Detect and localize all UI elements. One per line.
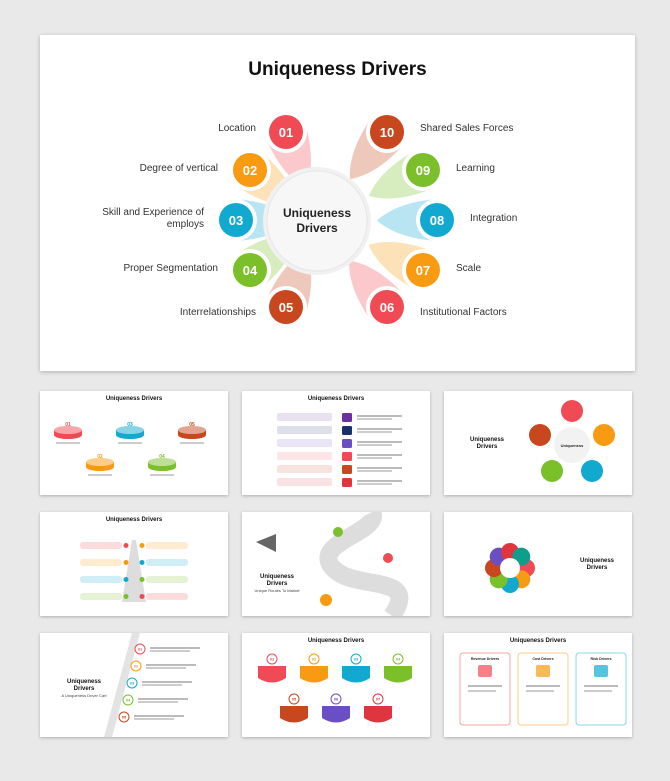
thumbnail-number: 04 (396, 657, 401, 662)
driver-label: Integration (470, 213, 518, 224)
thumbnail-number: 03 (354, 657, 359, 662)
driver-number: 02 (243, 163, 257, 178)
slide-thumbnail[interactable]: Uniqueness Drivers (444, 512, 632, 616)
driver-label: Learning (456, 163, 495, 174)
driver-number: 06 (380, 300, 394, 315)
thumbnail-title: Uniqueness Drivers (105, 396, 163, 402)
thumbnail-graphic: 01 03 05 02 04 (54, 422, 206, 476)
driver-petal (368, 151, 433, 199)
driver-label: Location (218, 123, 256, 134)
thumbnail-graphic (277, 413, 402, 487)
thumbnail-title: Uniqueness Drivers (105, 517, 163, 523)
thumbnail-title: Uniqueness Drivers (509, 638, 567, 644)
driver-number: 03 (229, 213, 243, 228)
driver-circle (370, 115, 404, 149)
driver-number: 08 (430, 213, 444, 228)
thumbnail-number: 05 (122, 715, 127, 720)
slide-thumbnail[interactable]: Uniqueness Drivers (242, 391, 430, 495)
slide-thumbnail[interactable]: Uniqueness Drivers 01 03 05 02 04 (40, 391, 228, 495)
thumbnail-number: 06 (334, 697, 339, 702)
slide-title: Uniqueness Drivers (248, 59, 427, 80)
driver-circle (219, 203, 253, 237)
thumbnail-number: 01 (138, 647, 143, 652)
driver-label: Proper Segmentation (123, 263, 218, 274)
thumbnail-title: Uniqueness Drivers (307, 396, 365, 402)
thumbnail-number: 04 (126, 698, 131, 703)
driver-petal (377, 199, 438, 241)
thumbnail-number: 02 (97, 454, 103, 460)
thumbnail-number: 05 (189, 422, 195, 428)
driver-circle (233, 153, 267, 187)
driver-label: Shared Sales Forces (420, 123, 514, 134)
thumbnail-side-title: Uniqueness Drivers (579, 558, 614, 571)
thumbnail-center-label: Uniqueness (561, 443, 584, 448)
driver-petal (349, 260, 404, 321)
driver-number: 01 (279, 125, 293, 140)
thumbnail-side-title: Uniqueness Drivers (259, 574, 294, 587)
driver-number: 10 (380, 125, 394, 140)
thumbnail-graphic: Revenue Drivers Cost Drivers Risk Drivers (459, 652, 627, 726)
driver-label: Scale (456, 263, 482, 274)
slide-thumbnail[interactable]: Uniqueness Drivers (40, 512, 228, 616)
driver-circle (420, 203, 454, 237)
thumbnail-graphic (485, 543, 535, 593)
driver-label: Degree of vertical (139, 163, 218, 174)
driver-number: 04 (243, 263, 258, 278)
center-circle (266, 170, 368, 272)
driver-circle (406, 153, 440, 187)
thumbnail-number: 02 (134, 664, 139, 669)
thumbnail-number: 07 (376, 697, 381, 702)
driver-circle (269, 290, 303, 324)
slide-thumbnail[interactable]: Uniqueness Drivers 01 02 03 04 05 06 07 (242, 633, 430, 737)
thumbnail-card-title: Risk Drivers (591, 657, 612, 661)
thumbnail-number: 01 (270, 657, 275, 662)
driver-label: Institutional Factors (420, 307, 507, 318)
thumbnail-graphic (256, 512, 409, 616)
thumbnail-card-title: Cost Drivers (532, 657, 553, 661)
driver-petal (368, 241, 432, 290)
driver-label: Skill and Experience of employs (102, 207, 204, 230)
driver-circle (406, 253, 440, 287)
driver-label: Interrelationships (179, 307, 256, 318)
slide-thumbnail[interactable]: Uniqueness Uniqueness Drivers (444, 391, 632, 495)
thumbnail-graphic: 01 02 03 04 05 (104, 633, 200, 737)
thumbnail-graphic: Uniqueness (529, 400, 615, 482)
thumbnail-number: 04 (159, 454, 165, 460)
thumbnail-graphic: 01 02 03 04 05 06 07 (258, 653, 412, 723)
thumbnail-side-title: Uniqueness Drivers (66, 679, 101, 692)
thumbnail-side-title: Uniqueness Drivers (469, 437, 504, 450)
driver-number: 09 (416, 163, 430, 178)
thumbnail-title: Uniqueness Drivers (307, 638, 365, 644)
driver-number: 07 (416, 263, 430, 278)
thumbnail-number: 01 (65, 422, 71, 428)
thumbnail-number: 03 (130, 681, 135, 686)
thumbnail-graphic (80, 540, 188, 602)
thumbnail-subtitle: A Uniqueness Driver Cart (61, 693, 107, 698)
thumbnail-number: 05 (292, 697, 297, 702)
thumbnail-number: 03 (127, 422, 133, 428)
thumbnail-card-title: Revenue Drivers (471, 657, 499, 661)
driver-circle (233, 253, 267, 287)
driver-circle (370, 290, 404, 324)
driver-petal (349, 119, 404, 180)
thumbnail-number: 02 (312, 657, 317, 662)
driver-number: 05 (279, 300, 293, 315)
thumbnail-subtitle: Unique Routes To Market (254, 588, 300, 593)
driver-circle (269, 115, 303, 149)
